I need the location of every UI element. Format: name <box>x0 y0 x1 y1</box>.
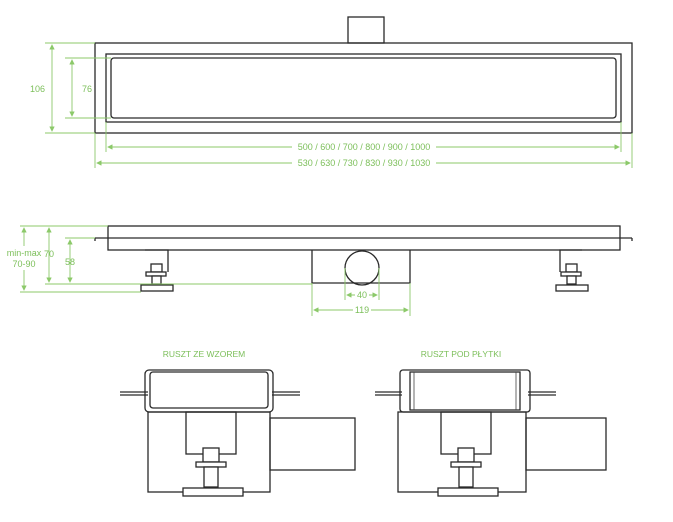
top-view: 106 76 500 / 600 / 700 / 800 / 900 / 100… <box>30 16 633 168</box>
section-pattern-grate: RUSZT ZE WZOREM <box>120 349 356 497</box>
section-right-title: RUSZT POD PŁYTKI <box>421 349 502 359</box>
dim-height-70: 70 <box>44 249 54 259</box>
dim-outlet-width: 119 <box>355 305 369 315</box>
side-view: min-max 70-90 70 58 40 119 <box>2 225 633 316</box>
dim-height-58: 58 <box>65 257 75 267</box>
section-left-title: RUSZT ZE WZOREM <box>163 349 245 359</box>
right-foot <box>555 263 589 292</box>
dim-length-outer: 530 / 630 / 730 / 830 / 930 / 1030 <box>298 158 431 168</box>
section-tile-grate: RUSZT POD PŁYTKI <box>375 349 607 497</box>
dim-minmax-value: 70-90 <box>12 259 35 269</box>
dim-height-inner: 76 <box>82 84 92 94</box>
dim-outlet-diameter: 40 <box>357 290 367 300</box>
dim-minmax-label: min-max <box>7 248 42 258</box>
dim-height-outer: 106 <box>30 84 45 94</box>
dim-length-inner: 500 / 600 / 700 / 800 / 900 / 1000 <box>298 142 431 152</box>
